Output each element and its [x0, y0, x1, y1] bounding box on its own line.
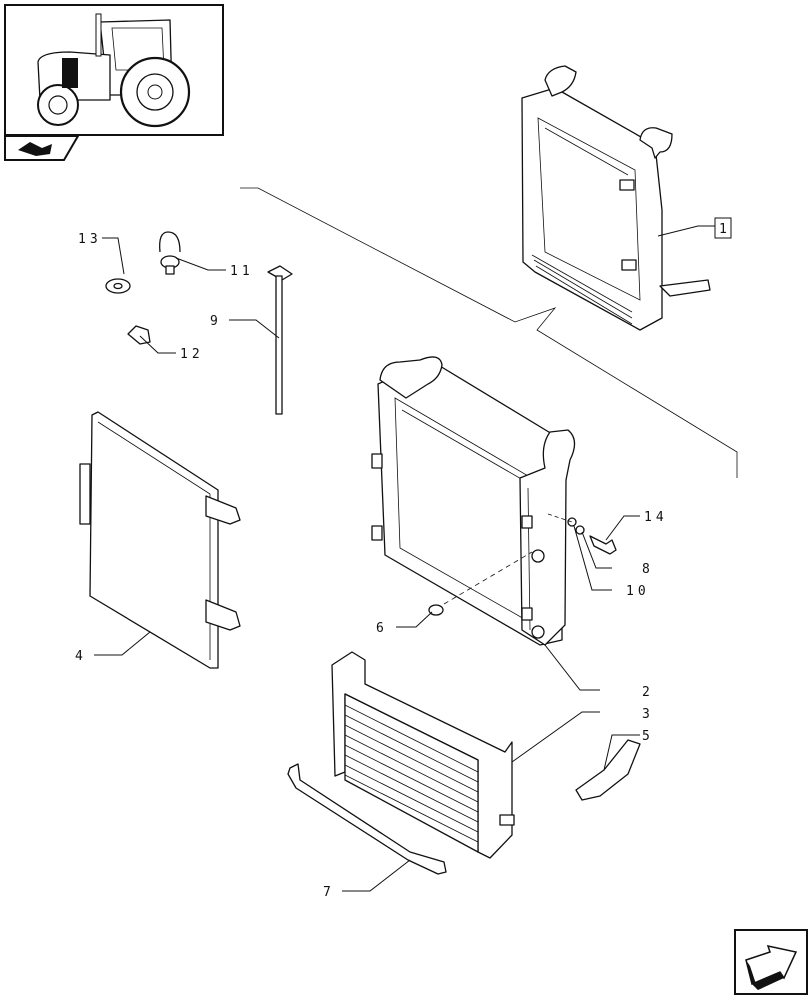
section-book-icon[interactable] [4, 135, 80, 161]
callout-14: 14 [644, 510, 668, 525]
callout-3: 3 [642, 707, 654, 722]
rod-9 [267, 265, 293, 415]
callout-13: 13 [78, 232, 102, 247]
bracket-5 [575, 739, 641, 801]
callout-7: 7 [323, 885, 335, 900]
callout-5: 5 [642, 729, 654, 744]
callout-2: 2 [642, 685, 654, 700]
callout-6: 6 [376, 621, 388, 636]
callout-12: 12 [180, 347, 204, 362]
tractor-thumbnail-icon[interactable] [4, 4, 224, 136]
rod-7 [287, 763, 447, 875]
side-panel-4 [79, 411, 241, 669]
plug-6 [428, 551, 533, 616]
callout-10: 10 [626, 584, 650, 599]
radiator-2 [371, 356, 576, 646]
callout-8: 8 [642, 562, 654, 577]
group-label-1: 1 [719, 222, 731, 237]
callout-9: 9 [210, 314, 222, 329]
next-page-arrow-icon[interactable] [734, 929, 808, 995]
washer-13 [105, 278, 131, 294]
clip-12 [127, 325, 151, 345]
callout-11: 11 [230, 264, 254, 279]
radiator-assembly-1 [521, 65, 711, 331]
cooler-3 [331, 651, 515, 859]
pin-11 [159, 231, 181, 275]
callout-4: 4 [75, 649, 87, 664]
